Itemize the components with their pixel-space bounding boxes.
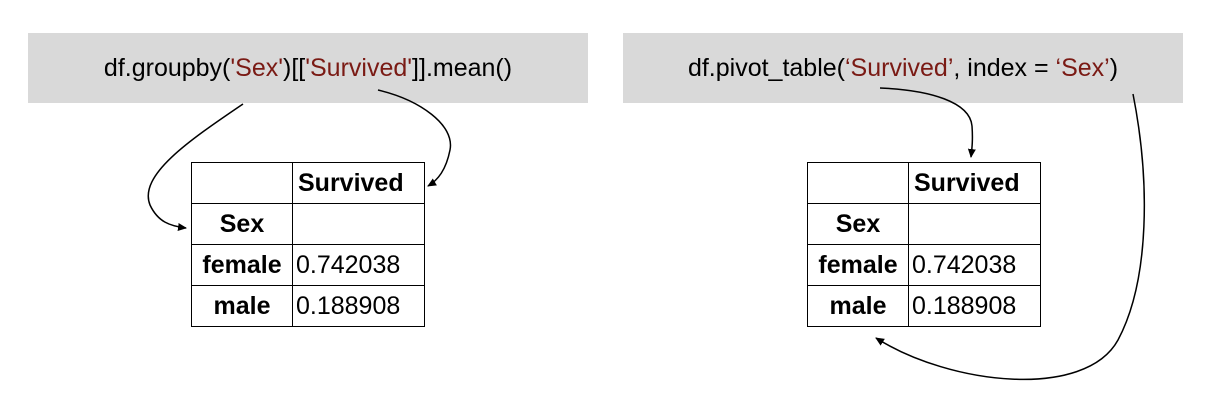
code-text-plain: , index =	[953, 53, 1056, 82]
table-row: female 0.742038	[807, 244, 1041, 286]
row-label: female	[807, 244, 909, 286]
row-value: 0.188908	[292, 285, 425, 327]
arrow-sex-to-index	[147, 103, 244, 231]
code-arg-sex: ‘Sex’	[1055, 53, 1110, 82]
code-arg-survived: 'Survived'	[305, 53, 413, 82]
arrow-survived-to-column-right	[879, 87, 976, 158]
row-value: 0.742038	[908, 244, 1041, 286]
index-name-row: Sex	[191, 203, 425, 245]
corner-cell	[191, 162, 293, 204]
arrow-sex-to-index-right	[875, 93, 1146, 381]
code-arg-sex: 'Sex'	[230, 53, 284, 82]
table-row: male 0.188908	[807, 285, 1041, 327]
code-text-plain: ]].mean()	[412, 53, 513, 82]
table-header-row: Survived	[191, 162, 425, 204]
groupby-result-table: Survived Sex female 0.742038 male 0.1889…	[191, 162, 425, 327]
table-row: male 0.188908	[191, 285, 425, 327]
column-header: Survived	[908, 162, 1041, 204]
row-label: male	[191, 285, 293, 327]
pivot-table-code-box: df.pivot_table(‘Survived’, index = ‘Sex’…	[623, 33, 1183, 103]
arrow-survived-to-column	[377, 89, 452, 187]
row-label: female	[191, 244, 293, 286]
code-text-plain: )	[1109, 53, 1119, 82]
code-text-plain: )[[	[283, 53, 306, 82]
code-text-plain: df.groupby(	[103, 53, 231, 82]
code-arg-survived: ‘Survived’	[845, 53, 954, 82]
column-header: Survived	[292, 162, 425, 204]
index-name-row: Sex	[807, 203, 1041, 245]
code-text-plain: df.pivot_table(	[687, 53, 845, 82]
row-value: 0.742038	[292, 244, 425, 286]
table-row: female 0.742038	[191, 244, 425, 286]
index-name: Sex	[807, 203, 909, 245]
groupby-code-box: df.groupby('Sex')[['Survived']].mean()	[28, 33, 588, 103]
pivot-result-table: Survived Sex female 0.742038 male 0.1889…	[807, 162, 1041, 327]
row-label: male	[807, 285, 909, 327]
row-value: 0.188908	[908, 285, 1041, 327]
index-name: Sex	[191, 203, 293, 245]
